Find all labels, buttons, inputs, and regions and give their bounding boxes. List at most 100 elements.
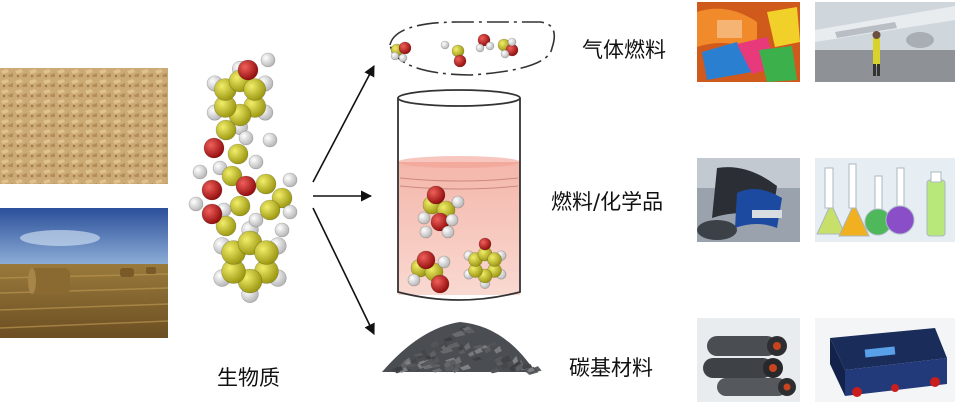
oxygen-atom (430, 274, 450, 294)
hydrogen-atom (260, 52, 276, 68)
gas-molecules (390, 33, 519, 68)
hydrogen-atom (390, 51, 400, 61)
hydrogen-atom (238, 130, 254, 146)
carbon-flake (413, 352, 424, 357)
hydrogen-atom (407, 273, 421, 287)
biomass-label: 生物质 (217, 366, 280, 390)
carbon-flake (422, 358, 436, 368)
carbon-flake (479, 344, 489, 349)
plastic-products-photo (697, 2, 800, 82)
oxygen-atom (453, 54, 467, 68)
carbon-atom (255, 173, 277, 195)
oxygen-atom (478, 237, 492, 251)
carbon-flake (443, 336, 454, 342)
carbon-flake (472, 344, 484, 349)
hydrogen-atom (419, 225, 433, 239)
hydrogen-atom (437, 255, 451, 269)
arrow-to-solid (312, 207, 375, 336)
lab-glassware-photo (815, 158, 955, 242)
carbon-flake (462, 326, 471, 331)
carbon-flake (429, 350, 437, 358)
carbon-material-pile (382, 322, 542, 375)
hydrogen-atom (440, 40, 450, 50)
carbon-atom (215, 215, 237, 237)
aircraft-refuel-photo (815, 2, 955, 82)
carbon-flake (408, 363, 420, 372)
carbon-atom (221, 165, 243, 187)
oxygen-atom (398, 41, 412, 55)
carbon-flake (494, 356, 505, 364)
carbon-flake (433, 345, 444, 353)
oxygen-atom (416, 250, 436, 270)
carbon-atom (487, 252, 502, 267)
carbon-flake (431, 368, 443, 373)
fuel-pump-photo (697, 158, 800, 242)
gas-fuel-label: 气体燃料 (582, 38, 666, 62)
battery-pack-photo (815, 318, 955, 402)
carbon-flake (404, 363, 417, 368)
carbon-flake (474, 347, 483, 354)
carbon-flake (447, 342, 461, 349)
carbon-flake (514, 363, 524, 372)
carbon-flake (429, 340, 440, 348)
carbon-flake (459, 364, 472, 371)
carbon-flake (500, 362, 509, 369)
carbon-atom (254, 240, 279, 265)
hydrogen-atom (417, 211, 431, 225)
carbon-flake (472, 356, 482, 361)
carbon-flake (489, 341, 497, 347)
carbon-flake (421, 364, 433, 370)
carbon-atom (243, 78, 267, 101)
hydrogen-atom (282, 172, 298, 188)
hydrogen-atom (274, 222, 290, 238)
oxygen-atom (426, 185, 446, 205)
carbon-flake (394, 365, 404, 373)
carbon-flake (439, 345, 454, 354)
hydrogen-atom (398, 53, 408, 63)
hydrogen-atom (282, 204, 298, 220)
wood-chips-photo (0, 68, 168, 184)
carbon-flake (496, 361, 503, 366)
liquid-molecules (407, 185, 507, 294)
carbon-flake (512, 355, 519, 365)
hay-field-photo (0, 208, 168, 338)
carbon-rolls-photo (697, 318, 800, 402)
carbon-flake (454, 362, 461, 370)
gas-cloud (389, 21, 556, 76)
hydrogen-atom (445, 213, 459, 227)
hydrogen-atom (441, 225, 455, 239)
oxygen-atom (235, 175, 257, 197)
hydrogen-atom (475, 43, 485, 53)
carbon-flake (484, 344, 492, 354)
hydrogen-atom (500, 49, 510, 59)
hydrogen-atom (507, 37, 517, 47)
carbon-flake (443, 360, 451, 368)
oxygen-atom (201, 203, 223, 225)
carbon-materials-label: 碳基材料 (569, 356, 653, 380)
arrow-to-gas (312, 65, 375, 183)
carbon-flake (489, 367, 500, 374)
hydrogen-atom (451, 195, 465, 209)
carbon-atom (259, 199, 281, 221)
carbon-flake (494, 345, 502, 354)
conversion-arrows (312, 65, 375, 336)
liquid-products-label: 燃料/化学品 (551, 190, 664, 214)
carbon-flake (467, 351, 475, 357)
carbon-flake (522, 362, 531, 367)
carbon-flake (410, 358, 418, 364)
hydrogen-atom (192, 164, 208, 180)
carbon-atom (229, 195, 251, 217)
lignin-molecule-model (188, 52, 298, 303)
carbon-flake (458, 349, 466, 355)
oxygen-atom (237, 59, 259, 81)
hydrogen-atom (188, 196, 204, 212)
hydrogen-atom (262, 132, 278, 148)
carbon-flake (444, 363, 456, 373)
carbon-flake (526, 367, 535, 373)
carbon-flake (433, 356, 440, 364)
hydrogen-atom (248, 154, 264, 170)
carbon-flake (463, 342, 471, 351)
carbon-atom (227, 143, 249, 165)
